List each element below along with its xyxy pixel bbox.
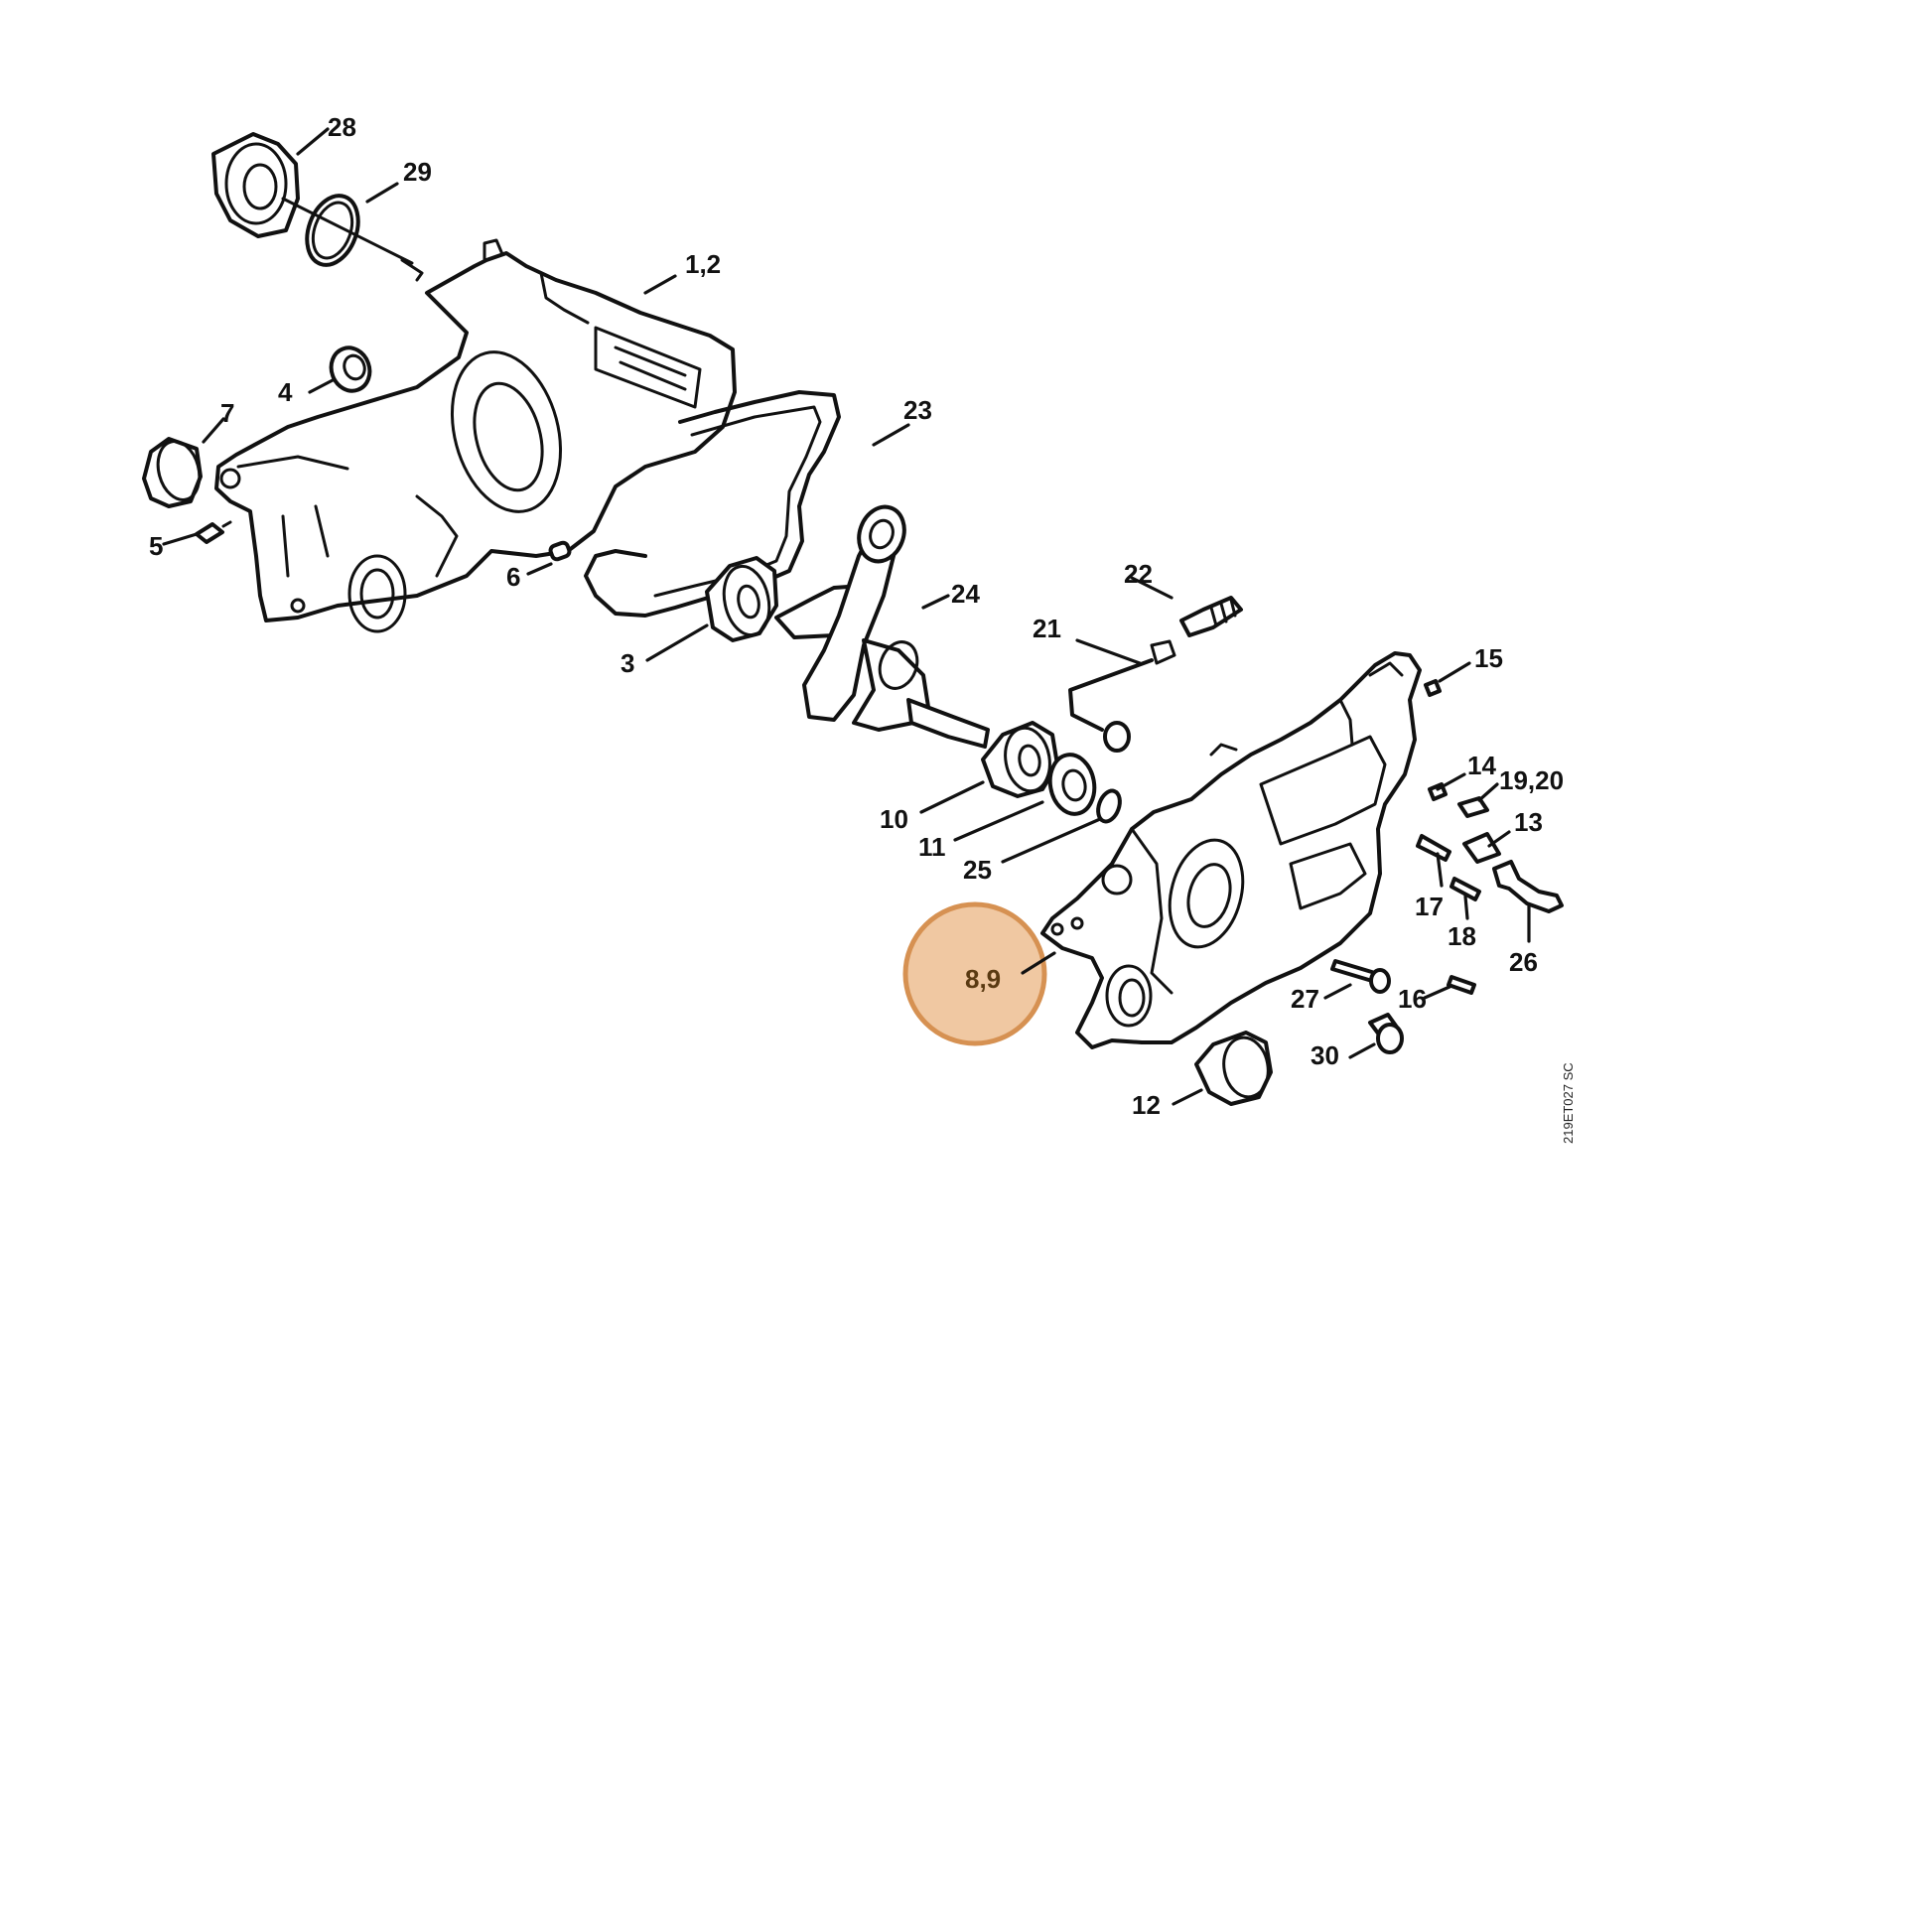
- crankshaft: [774, 504, 990, 749]
- crankcase-right-half: [1040, 651, 1422, 1049]
- callout-1-2: 1,2: [685, 249, 721, 279]
- oil-seal-11: [1047, 753, 1097, 816]
- screw-15: [1424, 679, 1442, 697]
- callout-21: 21: [1033, 614, 1061, 643]
- screw-16: [1447, 975, 1476, 995]
- callout-7: 7: [220, 398, 234, 428]
- leader-lines: [162, 127, 1531, 1106]
- callout-28: 28: [328, 112, 356, 142]
- oil-pump: [211, 132, 424, 282]
- fitting-22: [1179, 596, 1243, 637]
- callout-24: 24: [951, 579, 980, 609]
- callout-10: 10: [880, 804, 908, 834]
- document-id: 219ET027 SC: [1561, 1062, 1576, 1144]
- callout-26: 26: [1509, 947, 1538, 977]
- stud-19-20: [1457, 796, 1489, 818]
- callout-17: 17: [1415, 892, 1444, 921]
- screw-27: [1330, 959, 1391, 994]
- callout-22: 22: [1124, 559, 1153, 589]
- callout-6: 6: [506, 562, 520, 592]
- callout-13: 13: [1514, 807, 1543, 837]
- sleeve-13: [1462, 832, 1501, 864]
- callout-19-20: 19,20: [1499, 765, 1564, 795]
- stud-18: [1449, 877, 1481, 901]
- crankcase-left-half: [214, 238, 737, 633]
- callout-11: 11: [918, 832, 946, 862]
- dowel-6: [548, 540, 572, 562]
- collar-stud-26: [1492, 860, 1564, 913]
- highlight-marker: [902, 901, 1047, 1046]
- callout-4: 4: [278, 377, 293, 407]
- o-ring-25: [1096, 788, 1122, 824]
- ball-bearing-10: [981, 721, 1059, 798]
- callout-15: 15: [1474, 643, 1503, 673]
- callout-12: 12: [1132, 1090, 1161, 1120]
- callout-8-9: 8,9: [965, 964, 1001, 994]
- callout-3: 3: [621, 648, 634, 678]
- callout-27: 27: [1291, 984, 1319, 1014]
- callout-18: 18: [1448, 921, 1476, 951]
- callout-16: 16: [1398, 984, 1427, 1014]
- callout-5: 5: [149, 531, 163, 561]
- callout-30: 30: [1311, 1040, 1339, 1070]
- stud-17: [1416, 834, 1451, 862]
- callout-labels: 28 29 1,2 4 7 23 5 6 22 24 21 15 3 14 19…: [149, 112, 1564, 1120]
- ball-bearing-3: [705, 556, 778, 642]
- cap-12: [1194, 1031, 1273, 1106]
- callout-25: 25: [963, 855, 992, 885]
- bearing-housing-7: [142, 437, 203, 508]
- callout-29: 29: [403, 157, 432, 187]
- plug-30: [1368, 1013, 1404, 1054]
- callout-14: 14: [1467, 751, 1496, 780]
- callout-23: 23: [903, 395, 932, 425]
- screw-5: [195, 520, 232, 544]
- o-ring: [305, 194, 360, 267]
- tube-21: [1068, 639, 1176, 753]
- oil-seal-4: [329, 345, 372, 393]
